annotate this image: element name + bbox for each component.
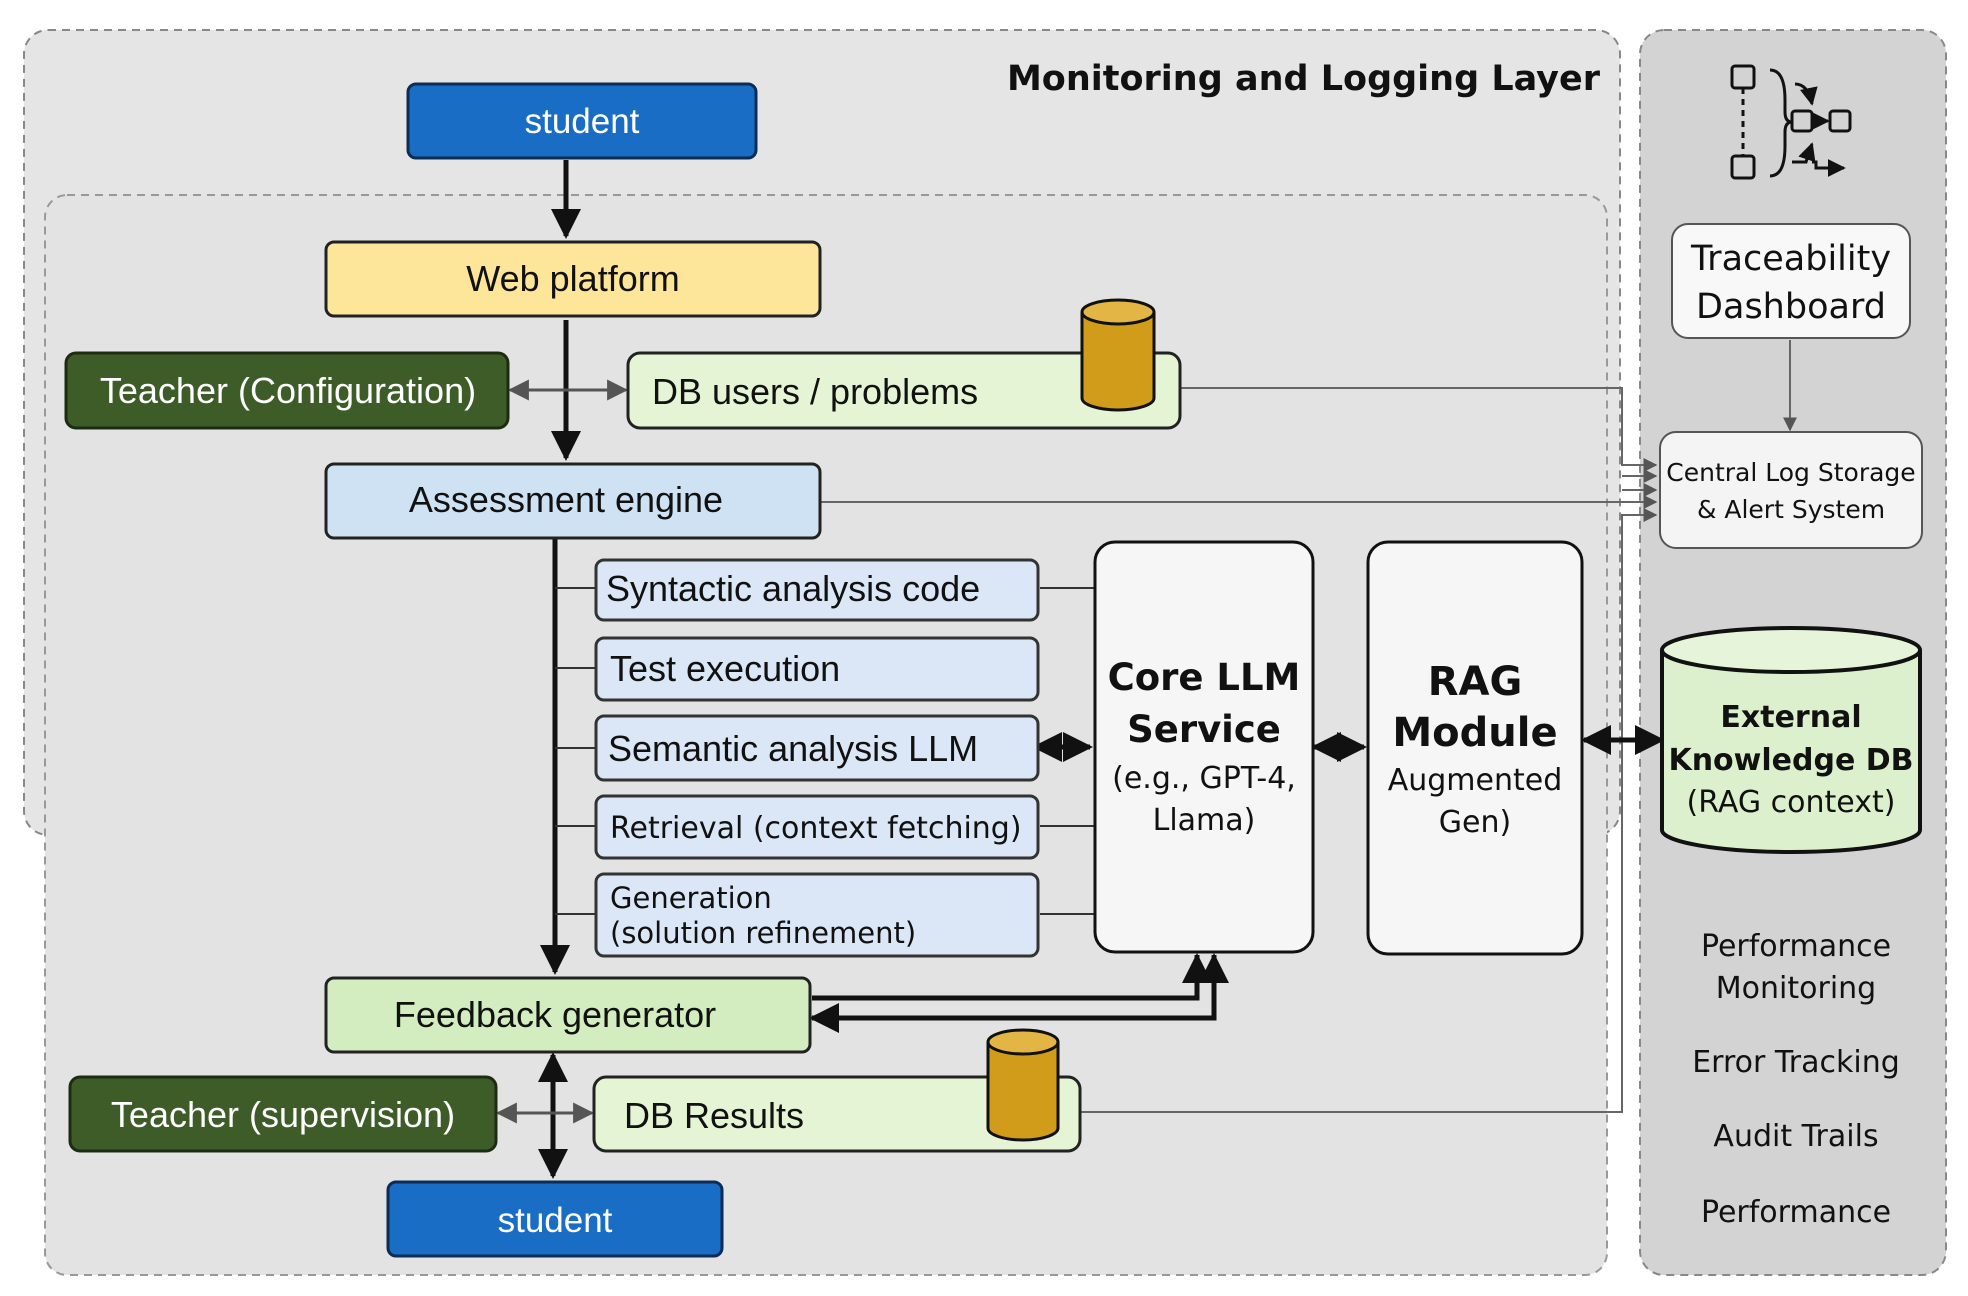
rag-sub-2: Gen) — [1439, 805, 1511, 840]
step-label-test: Test execution — [610, 648, 840, 689]
flow-connectors — [538, 160, 1665, 1179]
db-results-label: DB Results — [624, 1095, 804, 1136]
metric-performance-monitoring-2: Monitoring — [1716, 971, 1876, 1006]
db-results-cylinder-icon — [986, 1028, 1060, 1142]
core-llm-sub-1: (e.g., GPT-4, — [1112, 761, 1296, 796]
step-label-semantic: Semantic analysis LLM — [608, 728, 978, 769]
step-box-syntactic — [594, 558, 1040, 622]
rag-title-2: Module — [1392, 710, 1557, 756]
metric-performance-monitoring-1: Performance — [1701, 929, 1891, 964]
step-label-generation-2: (solution refinement) — [610, 916, 916, 950]
step-box-test — [594, 636, 1040, 702]
feedback-generator-box — [324, 976, 812, 1054]
db-results-box — [592, 1075, 1082, 1153]
step-label-retrieval: Retrieval (context fetching) — [610, 811, 1022, 846]
teacher-supervision-box — [68, 1075, 498, 1153]
core-llm-title-1: Core LLM — [1108, 656, 1301, 699]
teacher-config-box — [64, 351, 510, 430]
core-llm-title-2: Service — [1127, 708, 1281, 751]
step-label-syntactic: Syntactic analysis code — [606, 568, 980, 609]
student-top-box — [406, 82, 758, 160]
rag-module-box — [1366, 540, 1584, 956]
db-users-label: DB users / problems — [652, 371, 978, 412]
rag-title-1: RAG — [1428, 659, 1523, 705]
web-platform-label: Web platform — [466, 258, 679, 299]
rag-sub-1: Augmented — [1388, 763, 1563, 798]
central-log-box — [1659, 431, 1923, 549]
step-box-generation — [594, 872, 1040, 958]
external-db-label-3: (RAG context) — [1687, 785, 1896, 820]
dashboard-label-1: Traceability — [1690, 239, 1891, 279]
db-users-box — [626, 351, 1182, 430]
step-box-semantic — [594, 714, 1040, 782]
assessment-engine-box — [324, 462, 822, 540]
metric-error-tracking: Error Tracking — [1692, 1045, 1900, 1080]
external-db-cylinder-icon — [1660, 626, 1922, 854]
branch-connectors — [555, 587, 1095, 915]
core-llm-sub-2: Llama) — [1153, 803, 1256, 838]
layer-title: Monitoring and Logging Layer — [1007, 59, 1601, 99]
workflow-icon — [1730, 64, 1852, 180]
assessment-engine-label: Assessment engine — [409, 479, 723, 520]
db-users-cylinder-icon — [1080, 298, 1156, 412]
student-top-label: student — [525, 102, 640, 141]
student-bottom-box — [386, 1180, 724, 1258]
central-log-label-2: & Alert System — [1697, 495, 1885, 524]
central-log-label-1: Central Log Storage — [1666, 458, 1915, 487]
log-connectors — [820, 340, 1797, 1113]
teacher-supervision-label: Teacher (supervision) — [111, 1094, 455, 1135]
step-box-retrieval — [594, 794, 1040, 860]
external-db-label-2: Knowledge DB — [1668, 743, 1913, 778]
student-bottom-label: student — [498, 1201, 613, 1240]
dashboard-label-2: Dashboard — [1696, 287, 1886, 327]
metric-performance: Performance — [1701, 1195, 1891, 1230]
traceability-dashboard-box — [1671, 223, 1911, 339]
feedback-generator-label: Feedback generator — [394, 994, 716, 1035]
teacher-config-label: Teacher (Configuration) — [100, 370, 476, 411]
teacher-connectors — [495, 379, 629, 1124]
step-label-generation-1: Generation — [610, 881, 772, 915]
metric-audit-trails: Audit Trails — [1713, 1119, 1878, 1154]
web-platform-box — [324, 240, 822, 318]
core-llm-box — [1093, 540, 1315, 954]
external-db-label-1: External — [1720, 700, 1861, 735]
